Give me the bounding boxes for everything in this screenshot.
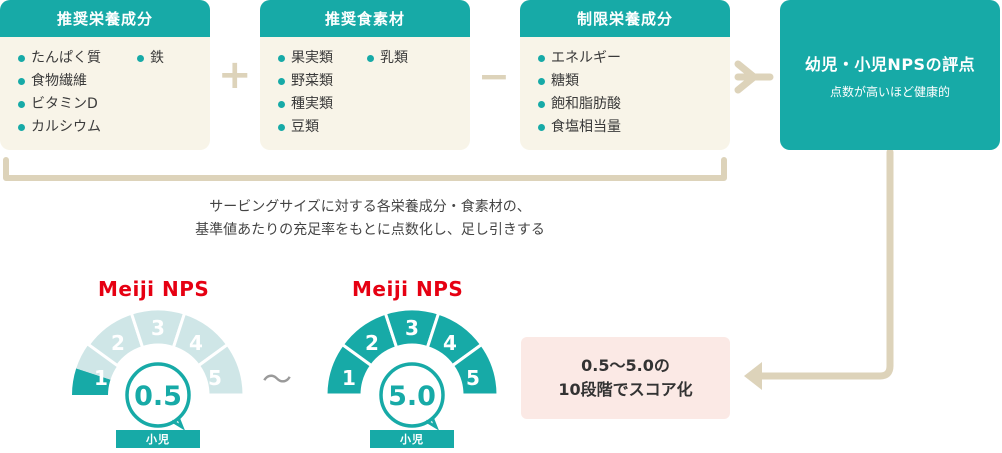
bullet-icon (278, 101, 285, 108)
gauge-segments (324, 307, 500, 397)
bullet-icon (538, 55, 545, 62)
bullet-icon (538, 78, 545, 85)
food-list: 果実類 野菜類 種実類 豆類 (278, 47, 333, 139)
segment-label-1: 1 (342, 366, 356, 390)
tilde-separator: 〜 (262, 363, 292, 398)
restricted-list: エネルギー 糖類 飽和脂肪酸 食塩相当量 (538, 47, 621, 139)
gauge-pointer-icon (425, 416, 440, 431)
segment-label-2: 2 (111, 331, 125, 355)
list-item: 果実類 (278, 47, 333, 70)
gauge-segment-5 (450, 342, 500, 397)
gauge-score: 5.0 (388, 381, 436, 412)
brand-logo: Meiji NPS (98, 277, 210, 301)
list-item: 飽和脂肪酸 (538, 93, 621, 116)
description-note: サービングサイズに対する各栄養成分・食素材の、 基準値あたりの充足率をもとに点数… (110, 196, 630, 242)
nutrient-list-2: 鉄 (137, 47, 164, 70)
arrow-left-icon (744, 362, 762, 390)
age-tag: 小児 (370, 430, 454, 448)
score-gauge-high: 1 2 3 4 5 5.0 (324, 307, 500, 431)
card-recommended-nutrients: 推奨栄養成分 たんぱく質 食物繊維 ビタミンD カルシウム 鉄 (0, 0, 210, 150)
nutrient-list: たんぱく質 食物繊維 ビタミンD カルシウム (18, 47, 101, 139)
segment-label-1: 1 (94, 366, 108, 390)
card-recommended-foods: 推奨食素材 果実類 野菜類 種実類 豆類 乳類 (260, 0, 470, 150)
connector-line (754, 148, 894, 380)
segment-label-3: 3 (151, 316, 165, 340)
segment-label-4: 4 (443, 331, 457, 355)
arrow-right-icon (734, 60, 758, 94)
list-item: 種実類 (278, 93, 333, 116)
bullet-icon (538, 101, 545, 108)
gauge-segment-1 (71, 368, 111, 395)
segment-label-5: 5 (208, 366, 222, 390)
list-item: 豆類 (278, 116, 333, 139)
note-line-1: サービングサイズに対する各栄養成分・食素材の、 (209, 199, 531, 215)
list-item: 鉄 (137, 47, 164, 70)
bullet-icon (18, 124, 25, 131)
gauge-segments (71, 307, 246, 397)
minus-operator: − (478, 54, 510, 98)
score-range-line-2: 10段階でスコア化 (558, 380, 693, 399)
segment-label-4: 4 (189, 331, 203, 355)
list-item: カルシウム (18, 116, 101, 139)
card-title: 制限栄養成分 (520, 0, 730, 37)
card-title: 推奨食素材 (260, 0, 470, 37)
plus-operator: + (218, 52, 252, 98)
gauge-center-ring (379, 362, 445, 428)
bracket-line (3, 157, 727, 181)
list-item: 乳類 (367, 47, 408, 70)
list-item: 食塩相当量 (538, 116, 621, 139)
gauge-segment-5 (196, 342, 246, 397)
nps-score-box: 幼児・小児NPSの評点 点数が高いほど健康的 (780, 0, 1000, 150)
list-item: 食物繊維 (18, 70, 101, 93)
bullet-icon (367, 55, 374, 62)
card-restricted-nutrients: 制限栄養成分 エネルギー 糖類 飽和脂肪酸 食塩相当量 (520, 0, 730, 150)
list-item: ビタミンD (18, 93, 101, 116)
bullet-icon (18, 78, 25, 85)
gauge-segment-1-rest (76, 344, 118, 380)
note-line-2: 基準値あたりの充足率をもとに点数化し、足し引きする (195, 222, 545, 238)
segment-label-5: 5 (466, 366, 480, 390)
bullet-icon (278, 78, 285, 85)
food-list-2: 乳類 (367, 47, 408, 70)
brand-logo: Meiji NPS (352, 277, 464, 301)
gauge-center-ring (125, 362, 191, 428)
segment-label-2: 2 (365, 331, 379, 355)
score-gauge-low: 1 2 3 4 5 0.5 (71, 307, 246, 431)
bullet-icon (137, 55, 144, 62)
bullet-icon (18, 55, 25, 62)
nps-box-subtitle: 点数が高いほど健康的 (829, 84, 950, 99)
bullet-icon (278, 124, 285, 131)
bullet-icon (18, 101, 25, 108)
bullet-icon (278, 55, 285, 62)
gauge-score: 0.5 (134, 381, 182, 412)
score-range-box: 0.5〜5.0の 10段階でスコア化 (521, 337, 730, 419)
list-item: エネルギー (538, 47, 621, 70)
bullet-icon (538, 124, 545, 131)
score-range-line-1: 0.5〜5.0の (581, 356, 670, 375)
list-item: 野菜類 (278, 70, 333, 93)
card-title: 推奨栄養成分 (0, 0, 210, 37)
age-tag: 小児 (116, 430, 200, 448)
segment-label-3: 3 (405, 316, 419, 340)
list-item: 糖類 (538, 70, 621, 93)
list-item: たんぱく質 (18, 47, 101, 70)
gauge-pointer-icon (171, 416, 186, 431)
nps-box-title: 幼児・小児NPSの評点 (804, 54, 976, 74)
